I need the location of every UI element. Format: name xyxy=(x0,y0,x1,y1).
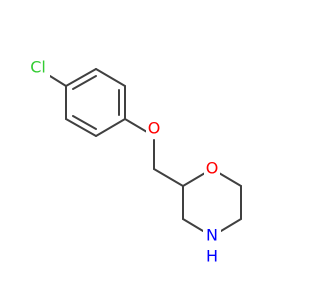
ring-oxygen-atom-label: O xyxy=(206,159,219,178)
bond-ring-n-ring-c xyxy=(182,218,204,232)
ring-nitrogen-label-bg xyxy=(203,227,221,245)
ether-oxygen-atom-label: O xyxy=(148,119,161,138)
ring-oxygen-label-bg xyxy=(204,160,220,178)
ring-nitrogen-atom-label: N xyxy=(206,226,218,245)
ring-nitrogen-hydrogen-label: H xyxy=(206,247,218,266)
ether-oxygen-label-bg xyxy=(146,120,162,138)
bond-ring-c-ring-o xyxy=(182,172,206,187)
bond-ch2-ring-c xyxy=(153,168,184,187)
bond-cl-c1 xyxy=(49,75,67,87)
bond-c5-c6-double xyxy=(72,115,97,130)
bond-c4-ether-o xyxy=(124,118,148,133)
bond-ring-o-ring-c xyxy=(218,172,242,187)
bond-ring-c-ring-n xyxy=(220,218,242,232)
bond-c5-c6 xyxy=(65,118,97,137)
atom-labels: Cl O O N H xyxy=(26,58,221,266)
bond-c1-c2 xyxy=(65,68,97,87)
bond-c1-c2-double xyxy=(72,75,97,90)
chlorine-label-bg xyxy=(26,59,50,77)
chlorine-atom-label: Cl xyxy=(30,58,46,77)
bonds xyxy=(49,68,242,232)
chemical-structure: Cl O O N H xyxy=(26,57,242,266)
bond-c4-c5 xyxy=(95,118,126,137)
bond-c2-c3 xyxy=(95,68,126,87)
